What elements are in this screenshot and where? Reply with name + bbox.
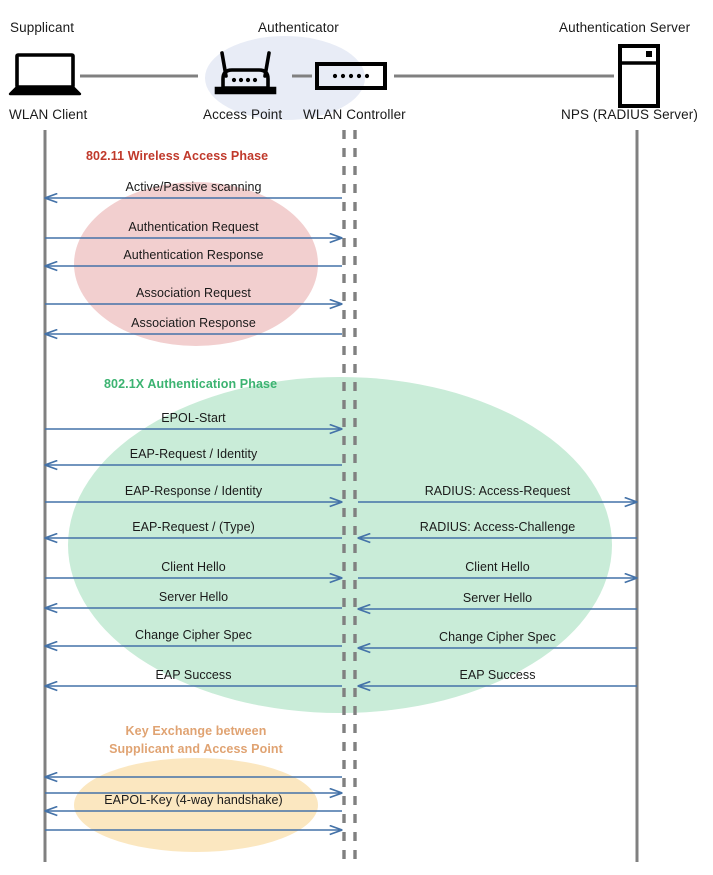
message-label-radius-access-request: RADIUS: Access-Request bbox=[424, 484, 571, 498]
message-label-client-hello-left: Client Hello bbox=[161, 560, 226, 574]
wlan-controller-icon bbox=[315, 62, 387, 90]
message-label-eapol-start: EPOL-Start bbox=[161, 411, 226, 425]
phase-label-key-exchange-line1: Key Exchange between bbox=[125, 724, 267, 738]
role-title-authentication-server: Authentication Server bbox=[559, 20, 691, 35]
message-label-eap-response-identity: EAP-Response / Identity bbox=[124, 484, 263, 498]
phase-label-key-exchange-line2: Supplicant and Access Point bbox=[109, 742, 283, 756]
message-arrow-layer bbox=[45, 198, 637, 830]
phase-label-key-exchange: Key Exchange between Supplicant and Acce… bbox=[96, 722, 296, 758]
laptop-icon bbox=[8, 53, 82, 96]
device-label-access-point: Access Point bbox=[203, 107, 283, 122]
message-label-association-request: Association Request bbox=[136, 286, 251, 300]
role-title-supplicant: Supplicant bbox=[10, 20, 75, 35]
message-label-server-hello-left: Server Hello bbox=[158, 590, 229, 604]
phase-label-dot1x: 802.1X Authentication Phase bbox=[104, 377, 278, 391]
message-label-radius-access-challenge: RADIUS: Access-Challenge bbox=[419, 520, 576, 534]
access-point-icon bbox=[214, 51, 277, 95]
message-label-authentication-request: Authentication Request bbox=[128, 220, 259, 234]
server-icon bbox=[618, 44, 660, 108]
message-label-eap-request-identity: EAP-Request / Identity bbox=[129, 447, 258, 461]
message-label-eap-request-type: EAP-Request / (Type) bbox=[132, 520, 255, 534]
message-label-eapol-key-handshake: EAPOL-Key (4-way handshake) bbox=[104, 793, 283, 807]
phase-ellipse-wireless-access bbox=[74, 182, 318, 346]
message-label-change-cipher-spec-right: Change Cipher Spec bbox=[439, 630, 556, 644]
phase-label-wireless-access: 802.11 Wireless Access Phase bbox=[86, 149, 269, 163]
message-label-eap-success-right: EAP Success bbox=[459, 668, 536, 682]
authenticator-highlight-ellipse bbox=[205, 36, 365, 120]
message-label-association-response: Association Response bbox=[131, 316, 256, 330]
device-label-nps-radius-server: NPS (RADIUS Server) bbox=[561, 107, 698, 122]
device-label-wlan-client: WLAN Client bbox=[9, 107, 88, 122]
device-label-wlan-controller: WLAN Controller bbox=[303, 107, 406, 122]
message-label-server-hello-right: Server Hello bbox=[462, 591, 533, 605]
message-label-change-cipher-spec-left: Change Cipher Spec bbox=[135, 628, 252, 642]
role-title-authenticator: Authenticator bbox=[258, 20, 339, 35]
message-label-eap-success-left: EAP Success bbox=[155, 668, 232, 682]
phase-ellipse-key-exchange bbox=[74, 758, 318, 852]
message-label-active-passive-scanning: Active/Passive scanning bbox=[125, 180, 262, 194]
message-label-authentication-response: Authentication Response bbox=[123, 248, 264, 262]
message-label-client-hello-right: Client Hello bbox=[465, 560, 530, 574]
phase-ellipse-dot1x bbox=[68, 377, 612, 713]
